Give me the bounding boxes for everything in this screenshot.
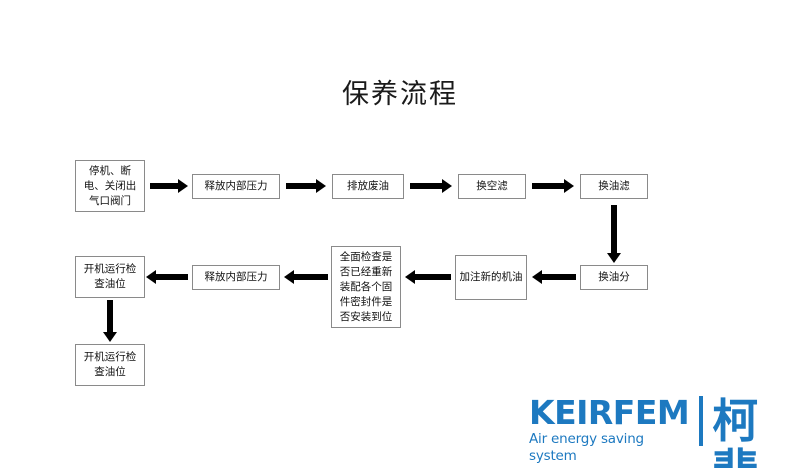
connector-n10-n11 — [102, 300, 118, 342]
flow-node-label: 释放内部压力 — [204, 271, 268, 283]
flow-node-stop-machine: 停机、断电、关闭出气口阀门 — [75, 160, 145, 212]
brand-logo: KEIRFEM Air energy saving system 柯斐 — [529, 396, 787, 468]
connector-n4-n5 — [532, 177, 574, 195]
arrow-shaft — [286, 183, 317, 189]
flow-node-label: 全面检查是否已经重新装配各个固件密封件是否安装到位 — [339, 250, 393, 323]
connector-n7-n8 — [405, 268, 451, 286]
arrow-shaft — [410, 183, 443, 189]
arrow-shaft — [107, 300, 113, 332]
flow-node-label: 换油滤 — [598, 180, 630, 192]
flow-node-label: 换空滤 — [476, 180, 508, 192]
flow-node-drain-waste-oil: 排放废油 — [332, 174, 404, 199]
flow-node-label: 排放废油 — [347, 180, 389, 192]
logo-tagline: Air energy saving system — [529, 431, 644, 464]
arrow-shaft — [293, 274, 328, 280]
arrow-shaft — [611, 205, 617, 253]
page-title: 保养流程 — [342, 79, 458, 110]
flow-node-change-oil-separator: 换油分 — [580, 265, 648, 290]
flow-node-release-pressure-2: 释放内部压力 — [192, 265, 280, 290]
flow-node-startup-check-oil-level-2: 开机运行检查油位 — [75, 344, 145, 386]
arrow-shaft — [150, 183, 179, 189]
arrow-head — [564, 179, 574, 193]
flow-node-add-new-oil: 加注新的机油 — [455, 255, 527, 300]
logo-left-block: KEIRFEM Air energy saving system — [529, 393, 690, 465]
flow-node-label: 释放内部压力 — [204, 180, 268, 192]
flow-node-label: 开机运行检查油位 — [83, 351, 137, 378]
arrow-shaft — [155, 274, 188, 280]
logo-chinese-name: 柯斐 — [712, 394, 760, 468]
arrow-head — [532, 270, 542, 284]
arrow-head — [316, 179, 326, 193]
arrow-head — [178, 179, 188, 193]
flow-node-label: 加注新的机油 — [459, 271, 523, 283]
flow-node-change-air-filter: 换空滤 — [458, 174, 526, 199]
connector-n2-n3 — [286, 177, 326, 195]
arrow-shaft — [414, 274, 451, 280]
flow-node-label: 停机、断电、关闭出气口阀门 — [83, 164, 137, 207]
connector-n6-n7 — [532, 268, 576, 286]
arrow-shaft — [541, 274, 576, 280]
arrow-head — [146, 270, 156, 284]
flow-node-change-oil-filter: 换油滤 — [580, 174, 648, 199]
logo-divider — [699, 396, 704, 446]
arrow-head — [284, 270, 294, 284]
flow-node-startup-check-oil-level-1: 开机运行检查油位 — [75, 256, 145, 298]
arrow-shaft — [532, 183, 565, 189]
connector-n5-n6 — [606, 205, 622, 263]
flow-node-label: 开机运行检查油位 — [83, 263, 137, 290]
arrow-head — [103, 332, 117, 342]
arrow-head — [405, 270, 415, 284]
flow-node-label: 换油分 — [598, 271, 630, 283]
flow-node-full-inspection: 全面检查是否已经重新装配各个固件密封件是否安装到位 — [331, 246, 401, 328]
connector-n1-n2 — [150, 177, 188, 195]
connector-n3-n4 — [410, 177, 452, 195]
logo-wordmark: KEIRFEM — [529, 393, 690, 432]
connector-n9-n10 — [146, 268, 188, 286]
arrow-head — [442, 179, 452, 193]
arrow-head — [607, 253, 621, 263]
connector-n8-n9 — [284, 268, 328, 286]
flow-node-release-pressure-1: 释放内部压力 — [192, 174, 280, 199]
